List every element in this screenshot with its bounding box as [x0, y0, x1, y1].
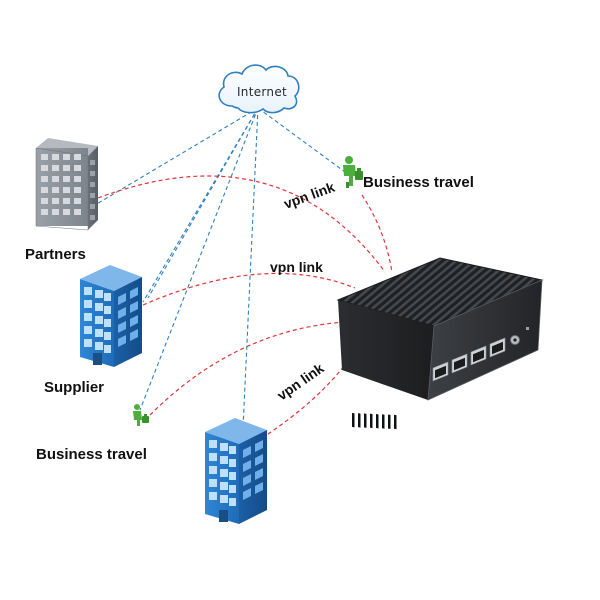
mini-pc-router-device: [336, 257, 544, 430]
internet-line-supplier-2: [147, 107, 259, 299]
blue-office-building-icon: [80, 265, 142, 367]
vpn-arc-traveller-right: [361, 194, 393, 273]
internet-line-traveller-right: [257, 107, 346, 173]
traveller-person-icon: [133, 404, 149, 426]
vpn-link-label-bottom: vpn link: [274, 360, 327, 404]
internet-line-traveller-left: [139, 107, 259, 411]
internet-cloud: Internet: [218, 64, 300, 114]
internet-line-partners: [94, 107, 259, 206]
vpn-link-label-top: vpn link: [282, 179, 337, 212]
device-side-face: [338, 300, 434, 400]
internet-line-building-bottom: [242, 107, 259, 429]
device-led: [526, 327, 529, 330]
vpn-arc-partners: [97, 175, 386, 273]
traveller-person-icon: [343, 156, 363, 188]
internet-line-supplier: [142, 107, 259, 303]
gray-office-building-icon: [35, 138, 98, 231]
business-travel-left-label: Business travel: [36, 446, 147, 463]
bottom-building: [205, 418, 267, 524]
internet-connection-lines: [94, 107, 346, 429]
partners-label: Partners: [25, 246, 86, 263]
business-travel-right-label: Business travel: [363, 174, 474, 191]
ethernet-ports: [432, 337, 506, 382]
partners-building: [35, 138, 98, 231]
business-travel-left-node: [133, 404, 149, 426]
vpn-arc-supplier: [142, 272, 356, 306]
cloud-icon: [218, 64, 300, 114]
vpn-link-label-middle: vpn link: [270, 259, 323, 275]
blue-office-building-icon: [205, 418, 267, 524]
supplier-building: [80, 265, 142, 367]
supplier-label: Supplier: [44, 379, 104, 396]
device-side-vents: [352, 412, 397, 430]
internet-label: Internet: [237, 85, 287, 99]
device-heatsink-top: [338, 258, 542, 326]
business-travel-right-node: [343, 156, 363, 188]
vpn-arc-traveller-left: [149, 321, 346, 416]
